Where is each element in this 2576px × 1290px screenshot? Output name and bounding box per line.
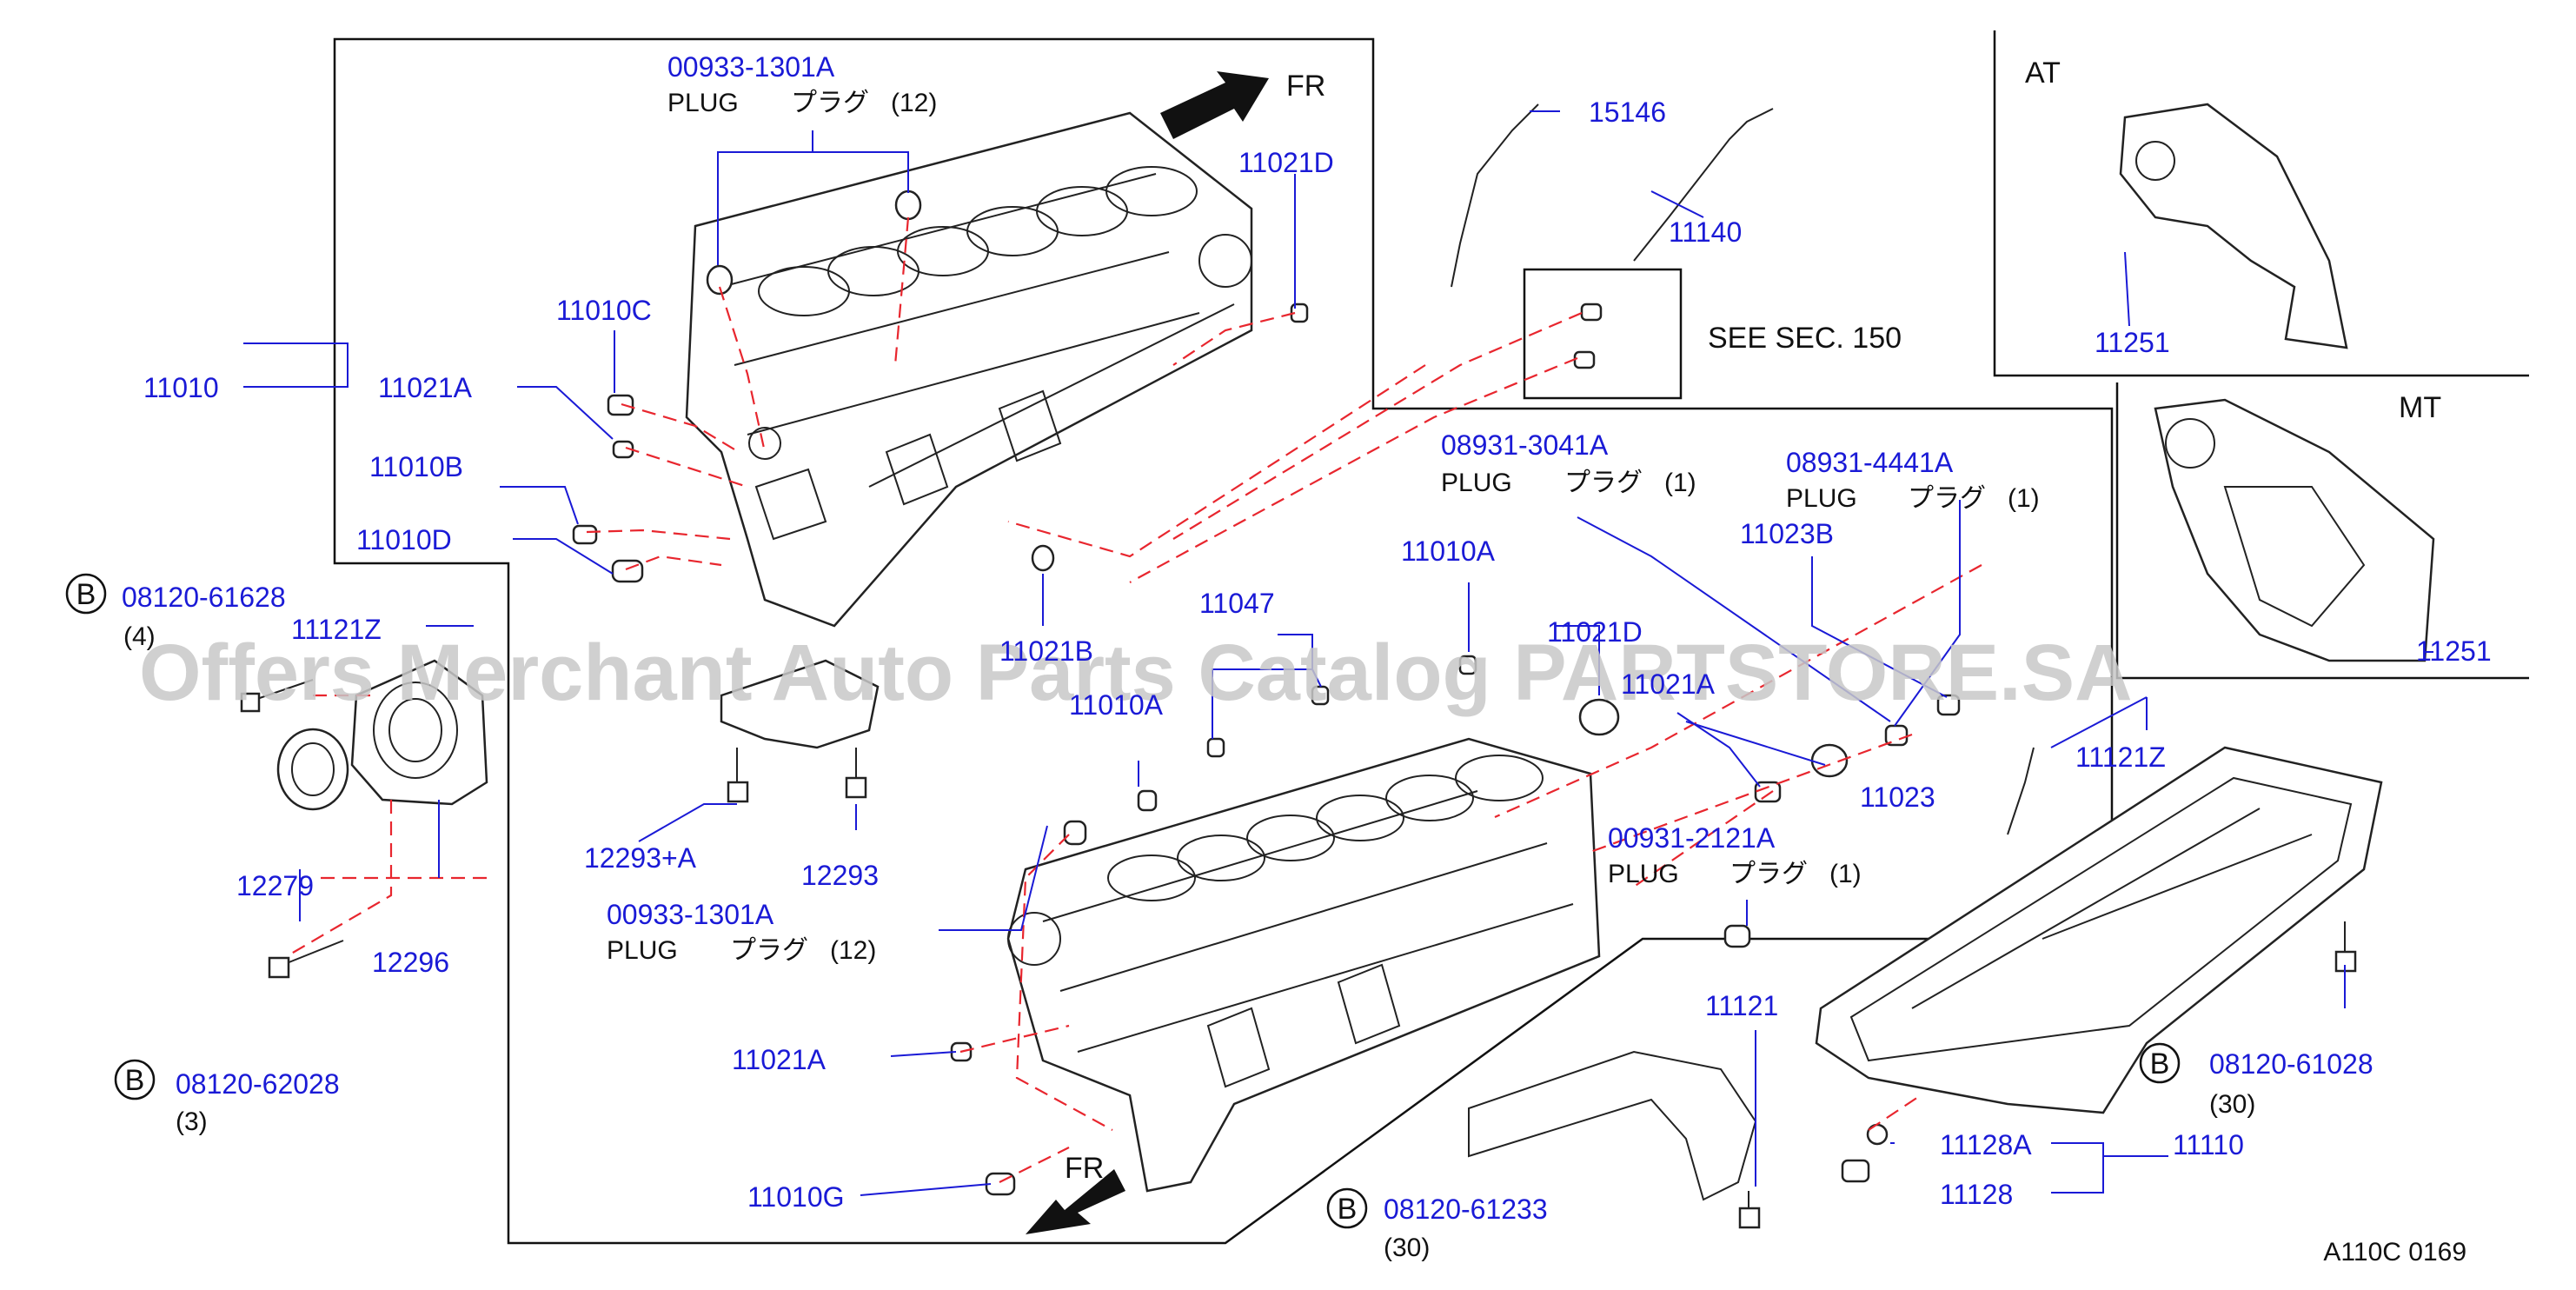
see-section-label: SEE SEC. 150 (1708, 322, 1902, 355)
part-08931-3041A[interactable]: 08931-3041A (1441, 429, 1609, 461)
mt-label: MT (2399, 391, 2441, 424)
bolt-marker-b-1: B (76, 578, 96, 611)
bolts (240, 679, 2357, 1229)
see-section-box (1523, 268, 1683, 400)
part-11010B[interactable]: 11010B (369, 451, 463, 482)
part-08120-61233[interactable]: 08120-61233 (1384, 1194, 1548, 1225)
watermark-text: Offers Merchant Auto Parts Catalog PARTS… (139, 628, 2133, 717)
part-11047[interactable]: 11047 (1199, 588, 1275, 619)
at-label: AT (2025, 57, 2061, 90)
plug-qty-top: (12) (891, 89, 937, 117)
part-11023[interactable]: 11023 (1860, 781, 1935, 813)
plug-qty-b: (1) (2008, 484, 2040, 513)
rear-plate-at (2119, 103, 2348, 349)
part-12293[interactable]: 12293 (801, 860, 879, 891)
part-11110[interactable]: 11110 (2173, 1129, 2244, 1160)
plug-jp-b: プラグ (1908, 484, 1986, 513)
part-11021A-mid[interactable]: 11021A (1621, 668, 1716, 700)
part-11251-mt[interactable]: 11251 (2416, 635, 2492, 667)
qty-30-a: (30) (1384, 1233, 1430, 1262)
plug-jp-c: プラグ (1730, 860, 1808, 888)
rear-plate-mt (2154, 398, 2435, 662)
plug-qty-a: (1) (1664, 469, 1696, 497)
oil-level-gauge (1633, 108, 1774, 262)
bolt-markers (65, 573, 2181, 1229)
part-15146[interactable]: 15146 (1589, 96, 1666, 128)
bolt-marker-b-3: B (1338, 1193, 1358, 1226)
part-11010A-top[interactable]: 11010A (1401, 535, 1496, 567)
fr-label-bottom: FR (1065, 1152, 1104, 1185)
part-11010C[interactable]: 11010C (556, 295, 652, 326)
upper-block-frame (333, 37, 2114, 1245)
engine-mount-bracket (720, 659, 880, 749)
at-inset-frame (1993, 30, 2529, 377)
lower-cylinder-block (1006, 737, 1601, 1193)
front-arrow-bottom (1026, 1169, 1125, 1234)
front-arrow-top (1160, 71, 1269, 139)
bolt-marker-b-4: B (2150, 1047, 2170, 1081)
mt-inset-frame (2115, 382, 2529, 680)
part-11010G[interactable]: 11010G (747, 1181, 845, 1213)
part-12296[interactable]: 12296 (372, 947, 449, 978)
oil-pan (1815, 746, 2383, 1114)
oil-level-gauge-guide (1451, 103, 1539, 288)
plug-word-bot: PLUG (607, 936, 678, 965)
part-00933-1301A-bottom[interactable]: 00933-1301A (607, 899, 774, 930)
plug-jp-bot: プラグ (730, 936, 808, 965)
part-11010A-mid[interactable]: 11010A (1069, 689, 1164, 721)
part-11023B[interactable]: 11023B (1740, 518, 1834, 549)
hidden-lines (286, 216, 1982, 1183)
plug-word-b: PLUG (1786, 484, 1857, 513)
qty-30-b: (30) (2209, 1090, 2255, 1119)
plug-jp-top: プラグ (791, 89, 869, 117)
part-11021A-bottom[interactable]: 11021A (732, 1044, 827, 1075)
qty-4: (4) (123, 622, 156, 651)
oil-pan-gasket (1468, 1050, 1757, 1201)
rear-oil-seal-retainer (350, 659, 488, 806)
part-12293-a[interactable]: 12293+A (584, 842, 697, 874)
plug-word-top: PLUG (667, 89, 739, 117)
part-08120-61028[interactable]: 08120-61028 (2209, 1048, 2374, 1080)
part-11010[interactable]: 11010 (143, 372, 219, 403)
plug-qty-bot: (12) (830, 936, 876, 965)
part-11021A-top[interactable]: 11021A (378, 372, 473, 403)
leader-lines (243, 110, 2433, 1196)
part-11021D-top[interactable]: 11021D (1238, 147, 1334, 178)
part-11128A[interactable]: 11128A (1940, 1129, 2032, 1160)
oil-pan-gauge (2007, 747, 2035, 835)
part-11121Z-left[interactable]: 11121Z (291, 614, 382, 645)
part-11251-at[interactable]: 11251 (2095, 327, 2170, 358)
diagram-code: A110C 0169 (2323, 1238, 2466, 1267)
plug-word-a: PLUG (1441, 469, 1512, 497)
part-11128[interactable]: 11128 (1940, 1179, 2013, 1210)
plug-jp-a: プラグ (1564, 469, 1643, 497)
part-11010D[interactable]: 11010D (356, 524, 452, 555)
plug-qty-c: (1) (1829, 860, 1862, 888)
plug-word-c: PLUG (1608, 860, 1679, 888)
part-00933-1301A-top[interactable]: 00933-1301A (667, 51, 835, 83)
part-11121Z-right[interactable]: 11121Z (2075, 741, 2166, 773)
rear-oil-seal (276, 728, 349, 811)
part-00931-2121A[interactable]: 00931-2121A (1608, 822, 1776, 854)
part-11121[interactable]: 11121 (1705, 990, 1778, 1021)
part-11021D-mid[interactable]: 11021D (1547, 616, 1643, 648)
part-08120-62028[interactable]: 08120-62028 (176, 1068, 340, 1100)
qty-3: (3) (176, 1107, 208, 1136)
part-11140[interactable]: 11140 (1669, 216, 1742, 248)
part-08931-4441A[interactable]: 08931-4441A (1786, 447, 1954, 478)
part-11021B[interactable]: 11021B (999, 635, 1093, 667)
part-08120-61628[interactable]: 08120-61628 (122, 582, 286, 613)
upper-cylinder-block (685, 111, 1253, 628)
bolt-marker-b-2: B (125, 1064, 145, 1097)
part-12279[interactable]: 12279 (236, 870, 314, 901)
fr-label-top: FR (1286, 70, 1325, 103)
